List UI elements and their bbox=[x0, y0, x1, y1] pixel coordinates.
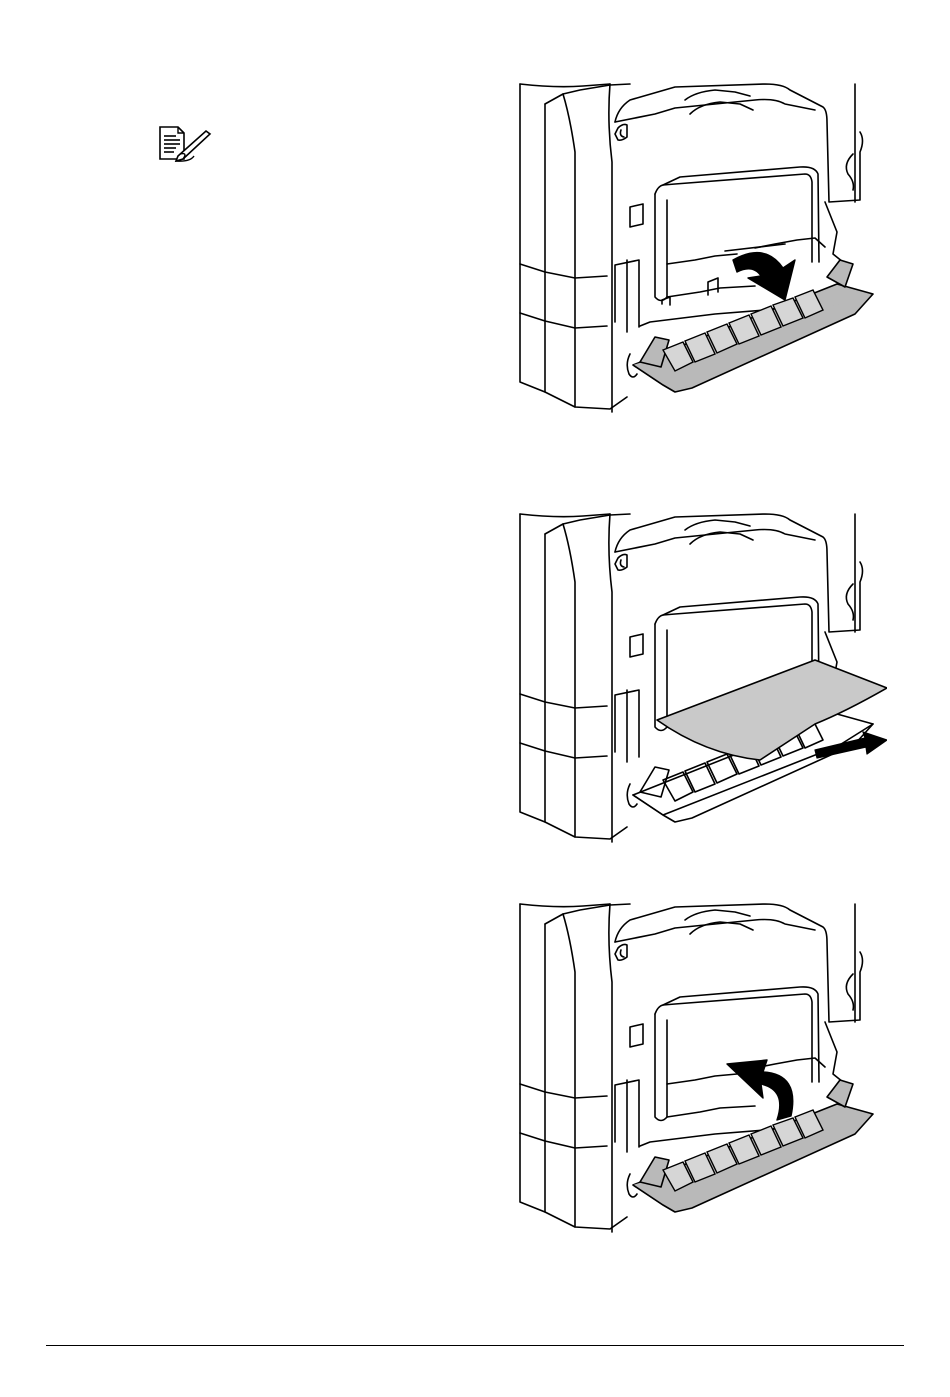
printer-illustration-open-cover bbox=[515, 82, 887, 414]
printer-illustration-remove-paper bbox=[515, 512, 887, 844]
curved-arrow-down-icon bbox=[733, 253, 795, 300]
footer-rule bbox=[46, 1345, 904, 1346]
note-pencil-icon bbox=[158, 126, 214, 162]
printer-illustration-close-cover bbox=[515, 902, 887, 1234]
curved-arrow-up-icon bbox=[727, 1060, 793, 1120]
